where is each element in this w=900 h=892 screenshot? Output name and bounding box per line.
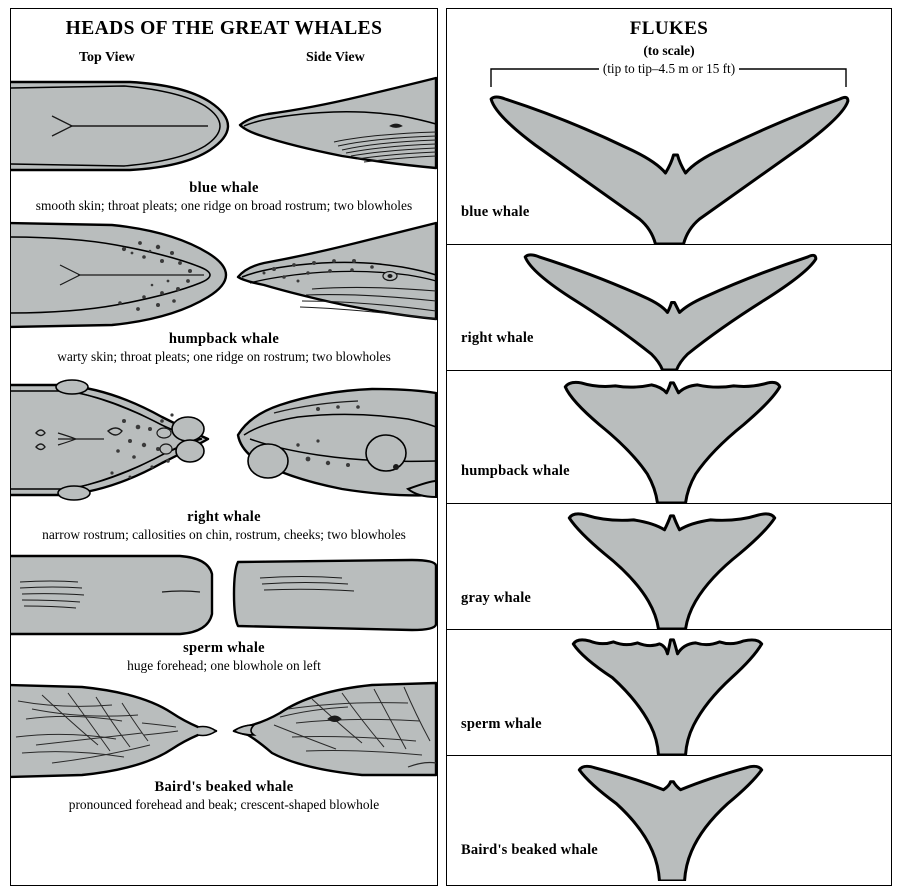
flukes-panel: FLUKES (to scale) (tip to tip–4.5 m or 1… xyxy=(446,8,892,886)
bairds-beaked-whale-caption: Baird's beaked whale pronounced forehead… xyxy=(11,779,437,812)
fluke-row-bairds-beaked-whale: Baird's beaked whale xyxy=(447,755,891,881)
bairds-beaked-whale-fluke-illustration xyxy=(577,764,764,881)
fluke-row-humpback-whale: humpback whale xyxy=(447,370,891,503)
sperm-whale-caption: sperm whale huge forehead; one blowhole … xyxy=(11,640,437,673)
humpback-whale-head-illustration xyxy=(11,222,437,329)
head-row-sperm-whale: sperm whale huge forehead; one blowhole … xyxy=(11,548,437,673)
species-description: narrow rostrum; callosities on chin, ros… xyxy=(42,526,406,542)
fluke-row-blue-whale: blue whale xyxy=(447,89,891,244)
head-row-bairds-beaked-whale: Baird's beaked whale pronounced forehead… xyxy=(11,679,437,812)
species-description: pronounced forehead and beak; crescent-s… xyxy=(68,797,380,813)
top-view-label: Top View xyxy=(79,50,135,65)
fluke-label: sperm whale xyxy=(461,716,542,732)
species-name: humpback whale xyxy=(168,331,280,348)
right-whale-caption: right whale narrow rostrum; callosities … xyxy=(11,509,437,542)
humpback-whale-caption: humpback whale warty skin; throat pleats… xyxy=(11,331,437,364)
humpback-whale-fluke-illustration xyxy=(563,380,782,503)
flukes-panel-title: FLUKES xyxy=(629,18,709,39)
head-row-blue-whale: blue whale smooth skin; throat pleats; o… xyxy=(11,72,437,213)
fluke-label: Baird's beaked whale xyxy=(461,842,598,858)
right-whale-head-illustration xyxy=(11,378,437,501)
blue-whale-caption: blue whale smooth skin; throat pleats; o… xyxy=(11,180,437,213)
blue-whale-head-illustration xyxy=(11,76,437,172)
fluke-row-right-whale: right whale xyxy=(447,244,891,370)
head-row-humpback-whale: humpback whale warty skin; throat pleats… xyxy=(11,219,437,364)
blue-whale-fluke-illustration xyxy=(489,95,850,244)
side-view-label: Side View xyxy=(306,50,365,65)
view-labels-row: Top View Side View xyxy=(11,50,437,72)
species-description: smooth skin; throat pleats; one ridge on… xyxy=(35,197,413,213)
fluke-row-sperm-whale: sperm whale xyxy=(447,629,891,755)
sperm-whale-fluke-illustration xyxy=(571,638,764,755)
species-name: sperm whale xyxy=(183,640,265,657)
bairds-beaked-whale-head-illustration xyxy=(11,682,437,779)
species-description: warty skin; throat pleats; one ridge on … xyxy=(57,349,391,365)
fluke-label: gray whale xyxy=(461,590,532,606)
gray-whale-fluke-illustration xyxy=(567,512,777,629)
species-name: right whale xyxy=(187,508,261,525)
right-whale-fluke-illustration xyxy=(523,253,818,370)
heads-panel-title: HEADS OF THE GREAT WHALES xyxy=(65,18,383,39)
heads-of-great-whales-panel: HEADS OF THE GREAT WHALES Top View Side … xyxy=(10,8,438,886)
scale-note-text: (tip to tip–4.5 m or 15 ft) xyxy=(447,61,891,77)
fluke-label: blue whale xyxy=(461,204,530,220)
species-name: blue whale xyxy=(189,180,259,196)
head-row-right-whale: right whale narrow rostrum; callosities … xyxy=(11,369,437,542)
species-description: huge forehead; one blowhole on left xyxy=(127,657,321,673)
scale-bar: (tip to tip–4.5 m or 15 ft) xyxy=(447,59,891,89)
fluke-label: humpback whale xyxy=(461,463,570,479)
fluke-label: right whale xyxy=(461,330,534,346)
sperm-whale-head-illustration xyxy=(11,554,437,636)
species-name: Baird's beaked whale xyxy=(154,779,294,796)
flukes-panel-subtitle: (to scale) xyxy=(643,43,695,58)
fluke-row-gray-whale: gray whale xyxy=(447,503,891,629)
